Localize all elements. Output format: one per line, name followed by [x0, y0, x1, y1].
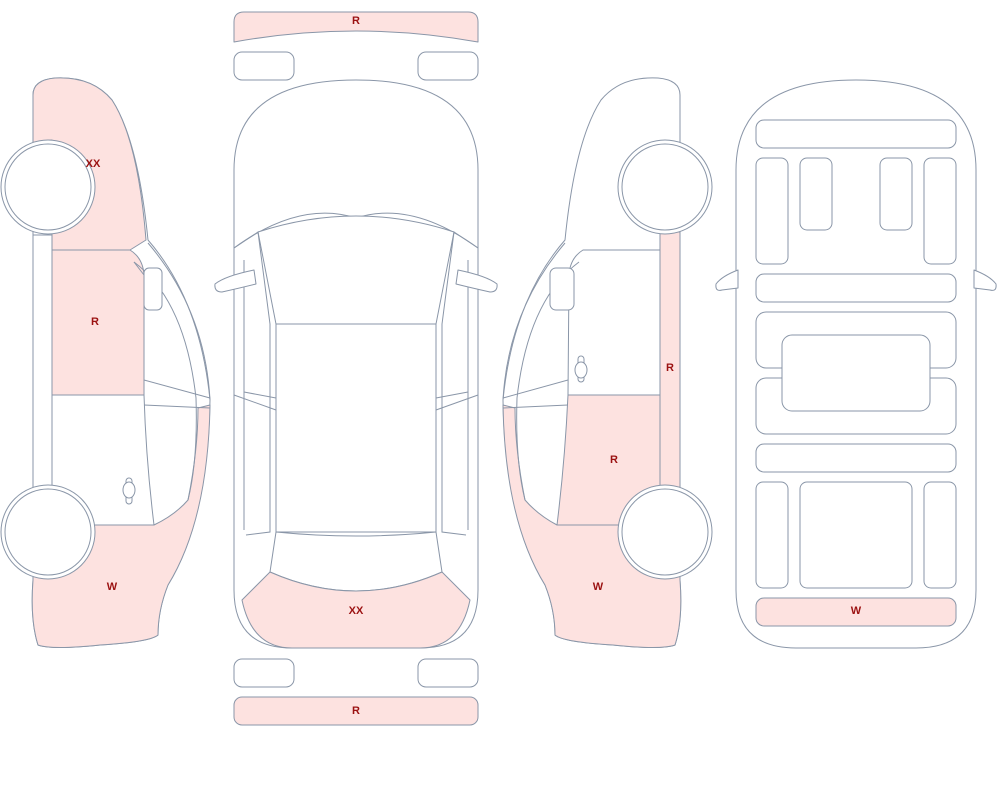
underbody-mid-crossmember-2 [755, 443, 957, 473]
left-door-handle-knob [122, 481, 136, 499]
right-rocker-mark: R [666, 362, 674, 374]
left-pillar-lines [233, 231, 277, 536]
right-rocker-panel[interactable] [659, 231, 681, 523]
hood-mark: XX [349, 605, 364, 617]
right-taillight [417, 658, 479, 688]
left-front-door-panel[interactable] [51, 249, 145, 396]
right-belt-line [502, 379, 569, 409]
right-window-line [502, 242, 566, 401]
left-front-fender-mark: XX [86, 158, 101, 170]
underbody-right-inner-rail [879, 157, 913, 231]
top-left-mirror [214, 269, 257, 293]
underbody-view: W [715, 79, 997, 649]
underbody-right-rear-rail [923, 481, 957, 589]
roof-panel [275, 323, 437, 533]
left-taillight [233, 658, 295, 688]
underbody-rear-mark: W [851, 605, 862, 617]
underbody-left-inner-rail [799, 157, 833, 231]
underbody-front-crossmember [755, 119, 957, 149]
underbody-rear-panel[interactable] [755, 597, 957, 627]
underbody-left-rear-rail [755, 481, 789, 589]
top-view: R XX R [214, 11, 498, 726]
top-right-mirror [455, 269, 498, 293]
left-front-door-mark: R [91, 316, 99, 328]
right-side-view: R R W [502, 77, 713, 648]
underbody-rear-floor-pan [799, 481, 913, 589]
right-rear-quarter-mark: W [593, 581, 604, 593]
left-mirror [143, 267, 163, 311]
left-window-line [147, 242, 211, 401]
underbody-left-front-rail [755, 157, 789, 265]
left-headlight [233, 51, 295, 81]
right-rear-door-mark: R [610, 454, 618, 466]
front-bumper-mark: R [352, 15, 360, 27]
right-front-wheel [621, 143, 709, 231]
left-side-view: XX R W [0, 77, 211, 648]
underbody-right-front-rail [923, 157, 957, 265]
right-mirror [549, 267, 575, 311]
rear-bumper-mark: R [352, 705, 360, 717]
right-front-door-panel[interactable] [567, 249, 661, 396]
left-rear-wheel [4, 488, 92, 576]
left-rear-quarter-mark: W [107, 581, 118, 593]
right-headlight [417, 51, 479, 81]
right-pillar-lines [435, 231, 479, 536]
underbody-right-mirror [973, 269, 997, 291]
roof-outline [257, 215, 455, 325]
underbody-center-tunnel [781, 334, 931, 412]
hood-panel[interactable] [241, 571, 471, 649]
front-bumper-panel[interactable] [233, 11, 479, 43]
underbody-left-mirror [715, 269, 739, 291]
right-door-handle-knob [574, 361, 588, 379]
right-rear-wheel [621, 488, 709, 576]
left-front-wheel [4, 143, 92, 231]
left-belt-line [143, 379, 211, 409]
rear-bumper-panel[interactable] [233, 696, 479, 726]
underbody-mid-crossmember-1 [755, 273, 957, 303]
left-rocker [32, 234, 53, 526]
left-pillar [133, 261, 145, 276]
